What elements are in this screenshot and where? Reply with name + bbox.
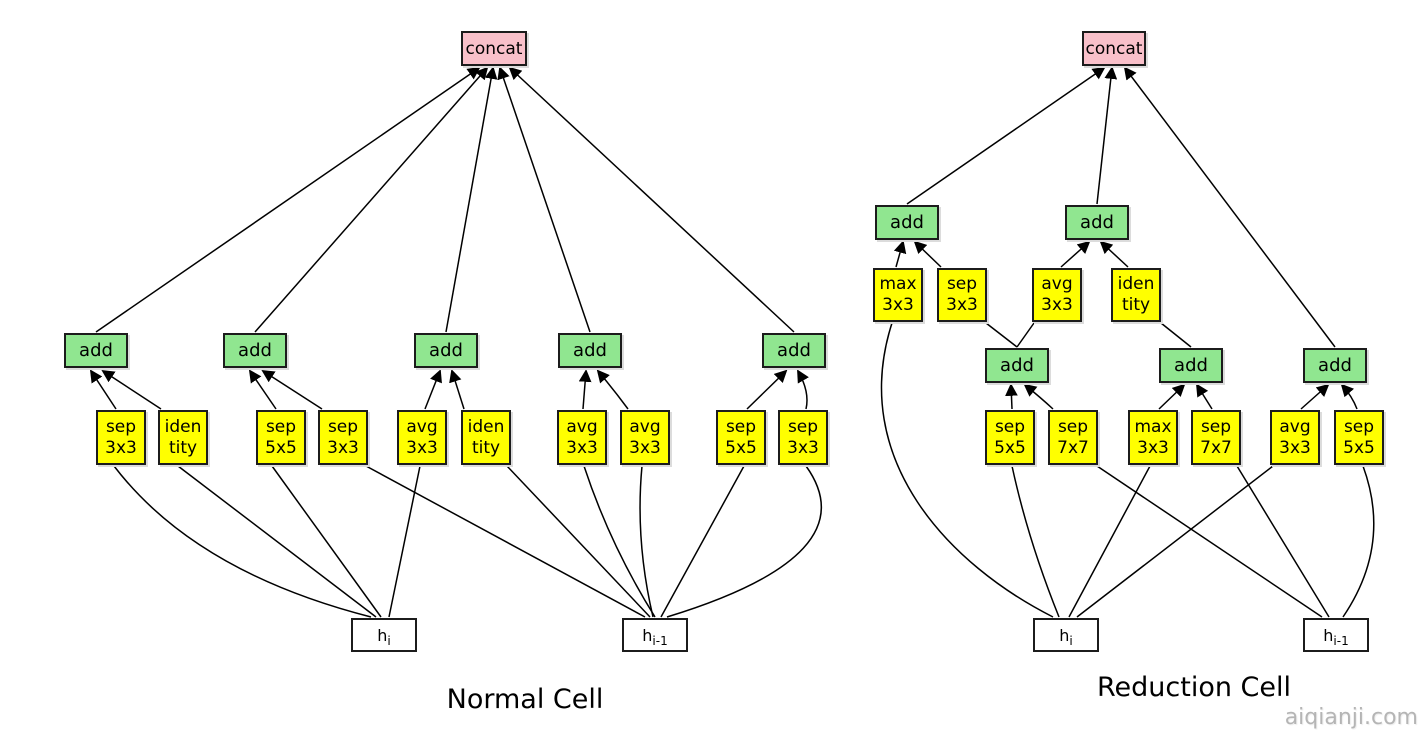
edge-n-op6-add3 [449,369,465,410]
add-node-3: add [414,333,478,368]
edge-n-hi-op5 [388,465,421,618]
edge-r-hi-lop1 [1011,465,1060,618]
edge-n-him1-op9 [660,465,745,618]
edge-n-add2-concat [254,66,489,333]
add-upper-node-2: add [1065,205,1129,240]
edge-n-add1-concat [95,66,481,333]
add-node-2: add [223,333,287,368]
edge-r-hi-uop1 [880,322,1054,618]
add-node-5: add [762,333,826,368]
edge-n-op10-add5 [797,369,809,410]
edge-n-op4-add2 [261,369,323,410]
edge-n-hi-op1 [113,465,372,618]
edge-r-uop3-addu2 [1060,240,1091,268]
edge-r-addu2-concat [1096,66,1118,205]
edge-n-him1-op7 [583,465,656,618]
edge-n-him1-op4 [365,465,646,618]
reduction-cell-title: Reduction Cell [1096,672,1292,703]
edge-r-lop3-addl2 [1158,383,1186,410]
edge-n-op2-add1 [101,369,162,410]
edge-r-him1-lop6 [1342,465,1375,618]
edge-r-addl1-uop2 [985,322,1018,348]
edge-r-hi-lop3 [1068,465,1151,618]
edge-r-lop4-addl2 [1195,383,1213,410]
edge-r-lop1-addl1 [1005,383,1018,410]
input-node-h-i: hi [1033,618,1099,652]
edge-n-op3-add2 [248,369,277,410]
input-node-h-i: hi [351,618,417,652]
edge-r-lop2-addl1 [1023,383,1054,410]
edge-n-add5-concat [508,66,795,333]
add-lower-node-1: add [985,348,1049,383]
add-node-1: add [64,333,128,368]
edge-n-op7-add4 [578,369,592,410]
concat-node: concat [461,31,527,66]
edge-n-him1-op8 [639,465,654,618]
edge-r-him1-lop2 [1096,465,1323,618]
edge-n-op1-add1 [89,369,117,410]
add-lower-node-3: add [1303,348,1367,383]
edge-r-addl3-concat [1123,66,1336,348]
edge-n-op5-add3 [424,369,442,410]
concat-node: concat [1082,31,1146,66]
watermark: aiqianji.com [1284,705,1418,730]
edge-n-op9-add5 [746,369,788,410]
normal-cell-title: Normal Cell [446,684,604,715]
add-upper-node-1: add [875,205,939,240]
edge-n-him1-op6 [506,465,651,618]
add-node-4: add [558,333,622,368]
edge-r-hi-lop5 [1076,465,1274,618]
edge-n-add3-concat [445,66,498,333]
input-node-h-i-1: hi-1 [622,618,688,652]
edge-r-addl1-uop3 [1016,322,1035,348]
add-lower-node-2: add [1159,348,1223,383]
edge-n-add4-concat [497,66,591,333]
input-node-h-i-1: hi-1 [1303,618,1369,652]
edge-r-addl2-uop4 [1160,322,1192,348]
edge-n-hi-op3 [271,465,382,618]
edge-r-uop4-addu2 [1099,240,1129,268]
edge-r-uop1-addu1 [893,240,907,268]
edge-n-hi-op2 [177,465,377,618]
edge-r-lop6-addl3 [1340,383,1358,410]
edge-n-him1-op10 [666,465,823,618]
edge-n-op8-add4 [596,369,629,410]
edge-r-uop2-addu1 [913,240,942,268]
edge-r-him1-lop4 [1236,465,1330,618]
edge-r-lop5-addl3 [1300,383,1330,410]
edge-r-addu1-concat [906,66,1106,205]
